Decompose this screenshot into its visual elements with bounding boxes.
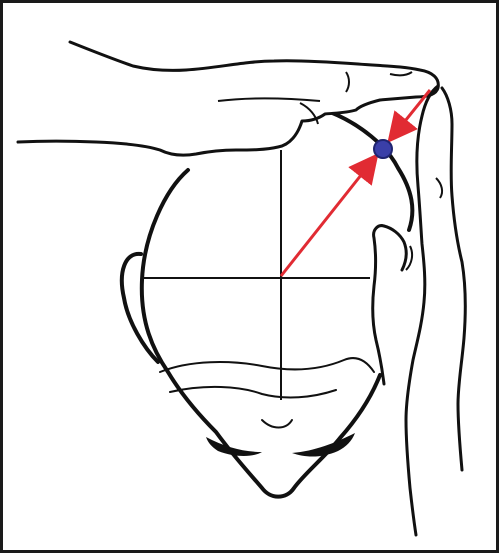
target-point [374, 140, 392, 158]
